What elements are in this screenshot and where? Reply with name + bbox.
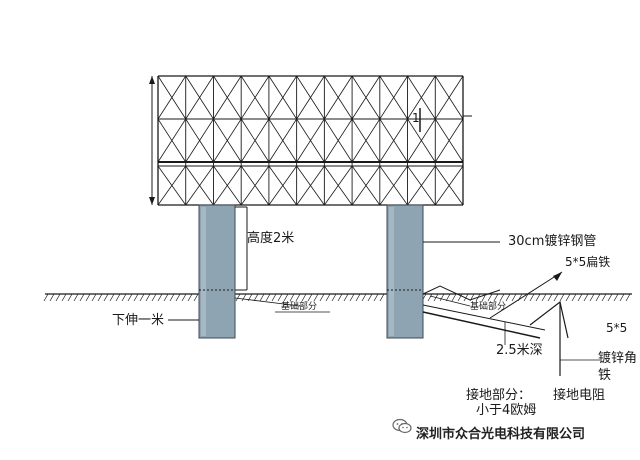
height-dimension <box>235 206 248 291</box>
label-flat-iron: 5*5扁铁 <box>565 255 611 269</box>
label-foundation-right: 基础部分 <box>470 302 507 312</box>
label-depth: 2.5米深 <box>496 343 543 358</box>
right-dimension-mark <box>419 108 472 132</box>
label-angle-top: 5*5 <box>606 321 628 335</box>
ground-line <box>43 293 632 302</box>
billboard-truss <box>157 75 464 206</box>
label-grounding-part: 接地部分： <box>466 388 532 403</box>
label-height: 高度2米 <box>247 231 295 246</box>
label-below-ground: 下伸一米 <box>112 313 165 328</box>
left-pole <box>198 204 236 339</box>
watermark: 深圳市众合光电科技有限公司 <box>392 418 632 444</box>
label-angle-mid: 镀锌角 <box>598 351 638 366</box>
frame-height-dimension <box>149 76 155 205</box>
right-pole <box>386 204 424 339</box>
label-less-than: 小于4欧姆 <box>476 403 537 418</box>
label-grounding-resistance: 接地电阻 <box>553 388 606 403</box>
label-angle-bottom: 铁 <box>598 368 612 383</box>
label-pipe: 30cm镀锌钢管 <box>508 234 597 249</box>
label-foundation-left: 基础部分 <box>281 302 318 312</box>
grounding-flat-iron <box>422 271 563 339</box>
foundation-right-leader <box>429 295 471 307</box>
wechat-icon <box>392 418 412 434</box>
watermark-company: 深圳市众合光电科技有限公司 <box>416 427 586 442</box>
foundation-left-leader <box>234 297 301 307</box>
grounding-electrode <box>529 300 600 376</box>
label-dim-right: 1 <box>412 111 420 125</box>
